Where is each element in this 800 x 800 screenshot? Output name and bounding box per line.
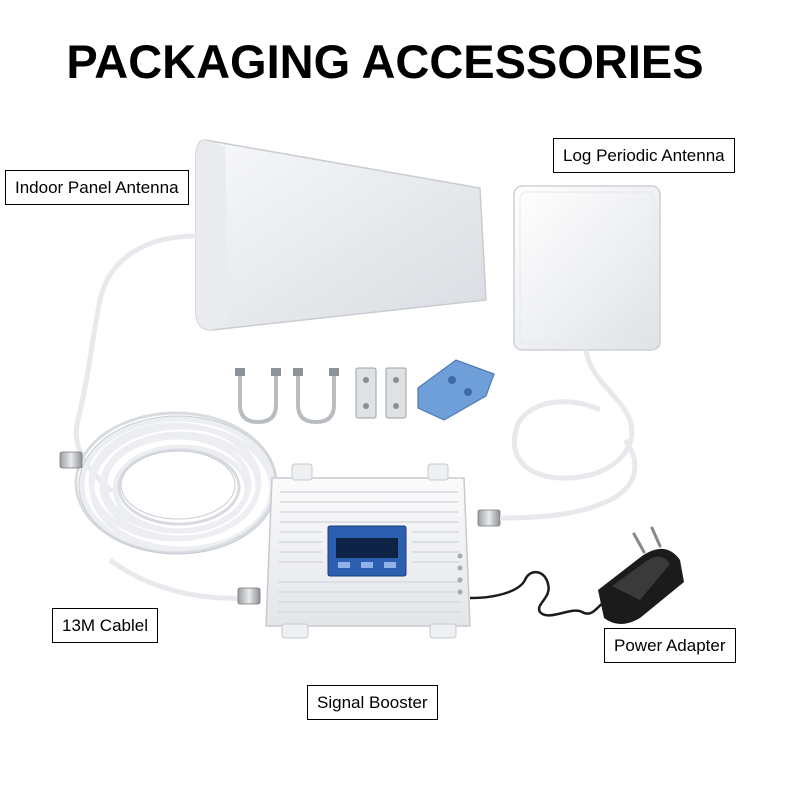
page-title: PACKAGING ACCESSORIES [66, 35, 704, 88]
power-adapter [598, 526, 684, 624]
booster-lcd-display [327, 525, 407, 577]
n-connector-booster-left [237, 587, 261, 605]
adapter-prong-2 [650, 526, 662, 548]
booster-status-leds [457, 553, 463, 595]
blue-bracket [417, 359, 495, 421]
u-bolt-nuts [235, 368, 339, 376]
label-signal-booster: Signal Booster [307, 685, 438, 720]
label-13m-cable: 13M Cablel [52, 608, 158, 643]
power-adapter-cable [469, 571, 605, 617]
u-bolts [238, 370, 336, 425]
label-power-adapter: Power Adapter [604, 628, 736, 663]
indoor-panel-antenna [513, 185, 661, 351]
cable-to-booster [108, 557, 246, 601]
antenna-cable-right [499, 349, 638, 521]
adapter-prong-1 [632, 532, 646, 554]
label-indoor-panel-antenna: Indoor Panel Antenna [5, 170, 189, 205]
n-connector-left [59, 451, 83, 469]
label-log-periodic-antenna: Log Periodic Antenna [553, 138, 735, 173]
clamp-plates [355, 367, 407, 419]
n-connector-booster-right [477, 509, 501, 527]
log-periodic-antenna [195, 139, 487, 331]
